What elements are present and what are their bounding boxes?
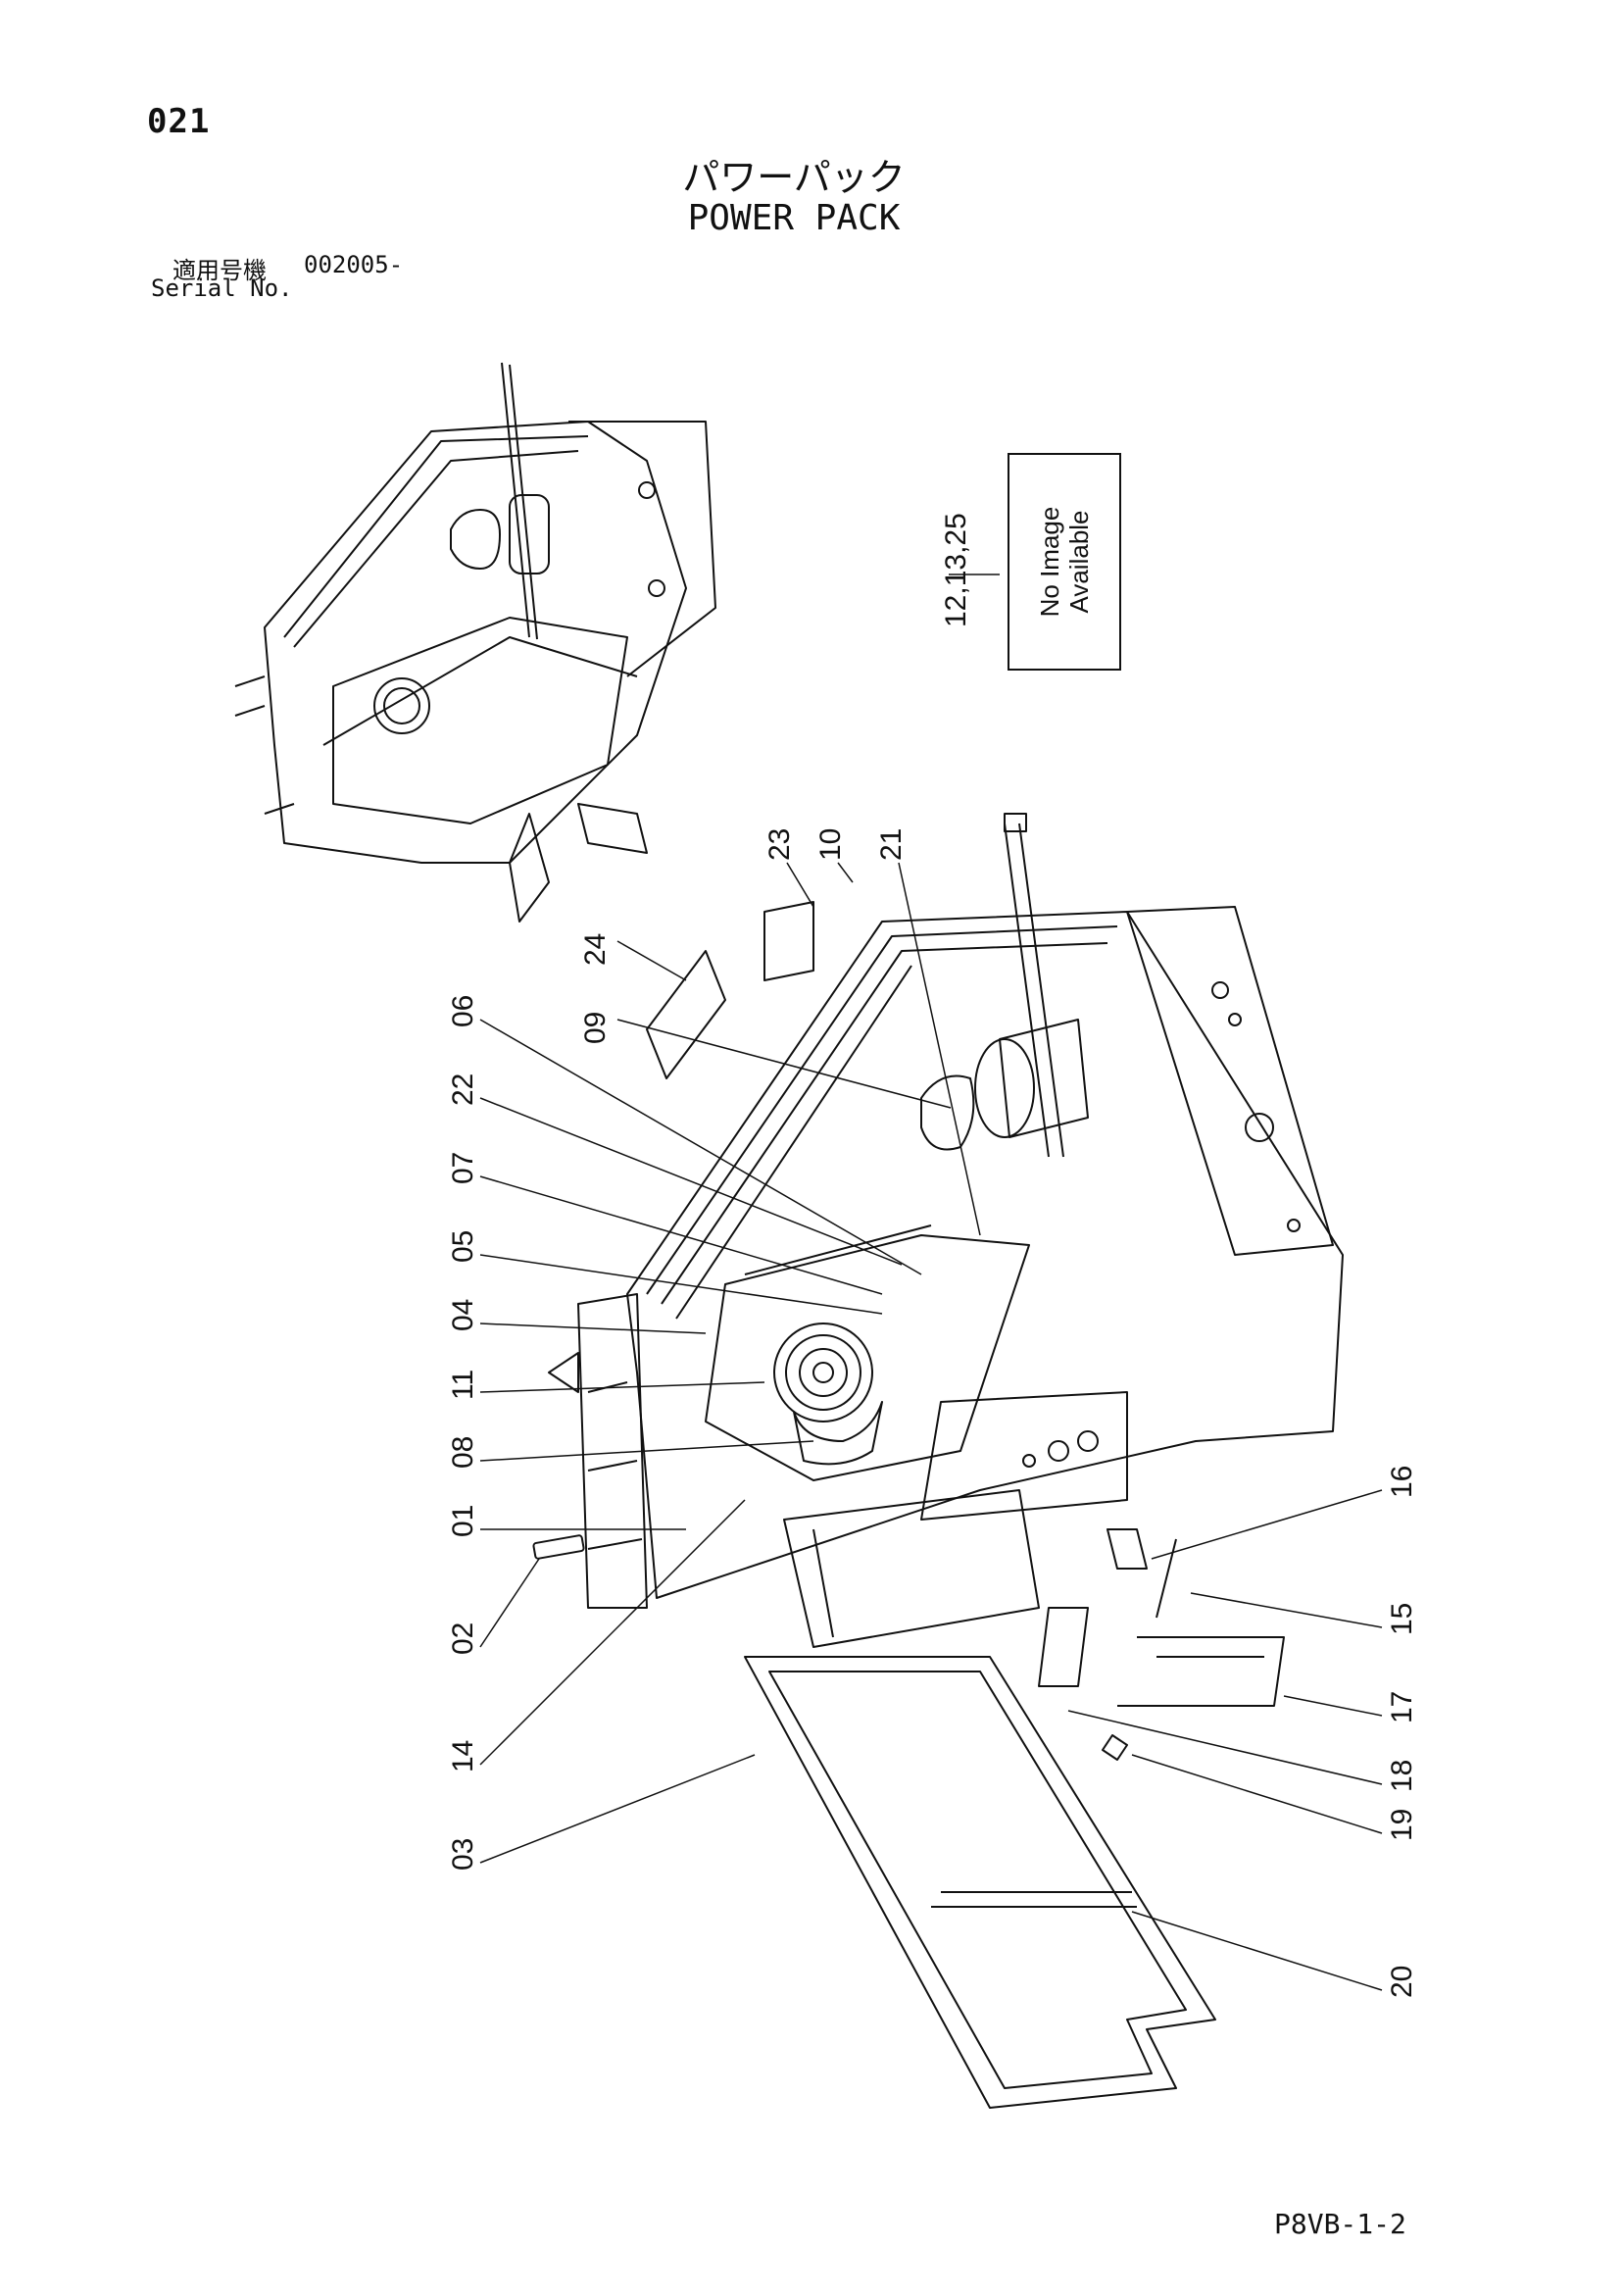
no-image-line2: Available bbox=[1064, 510, 1094, 614]
callout-12-13-25: 12,13,25 bbox=[940, 513, 972, 627]
callout-03: 03 bbox=[447, 1838, 479, 1871]
callout-06: 06 bbox=[447, 995, 479, 1027]
callout-15: 15 bbox=[1386, 1603, 1418, 1635]
leader-lines bbox=[479, 574, 1383, 1991]
callout-21: 21 bbox=[875, 828, 908, 861]
serial-label: Serial No. bbox=[151, 275, 293, 302]
callout-14: 14 bbox=[447, 1740, 479, 1772]
main-assembly bbox=[532, 813, 1344, 2109]
no-image-line1: No Image bbox=[1035, 506, 1064, 618]
callout-10: 10 bbox=[814, 828, 847, 861]
callout-19: 19 bbox=[1386, 1809, 1418, 1841]
page-number: 021 bbox=[147, 102, 211, 141]
callout-22: 22 bbox=[447, 1073, 479, 1106]
serial-number-value: 002005- bbox=[304, 251, 404, 278]
callout-07: 07 bbox=[447, 1152, 479, 1184]
document-code: P8VB-1-2 bbox=[1274, 2208, 1406, 2240]
callout-16: 16 bbox=[1386, 1466, 1418, 1498]
page-title-japanese: パワーパック bbox=[682, 156, 906, 199]
no-image-text: No Image Available bbox=[1035, 459, 1094, 665]
callout-18: 18 bbox=[1386, 1760, 1418, 1792]
callout-20: 20 bbox=[1386, 1966, 1418, 1998]
callout-23: 23 bbox=[763, 828, 796, 861]
serial-label-japanese: 適用号機 bbox=[172, 257, 267, 284]
callout-09: 09 bbox=[579, 1012, 612, 1044]
callout-04: 04 bbox=[447, 1299, 479, 1331]
callout-labels: 23 10 21 24 09 06 22 07 05 04 11 08 01 0… bbox=[447, 513, 1418, 1998]
callout-11: 11 bbox=[447, 1370, 479, 1400]
callout-17: 17 bbox=[1386, 1691, 1418, 1723]
overview-assembly bbox=[234, 362, 716, 923]
no-image-placeholder: No Image Available bbox=[1008, 453, 1121, 671]
callout-02: 02 bbox=[447, 1622, 479, 1655]
callout-08: 08 bbox=[447, 1436, 479, 1469]
callout-05: 05 bbox=[447, 1230, 479, 1263]
callout-01: 01 bbox=[447, 1505, 479, 1537]
page-title: POWER PACK bbox=[687, 198, 901, 238]
callout-24: 24 bbox=[579, 933, 612, 966]
